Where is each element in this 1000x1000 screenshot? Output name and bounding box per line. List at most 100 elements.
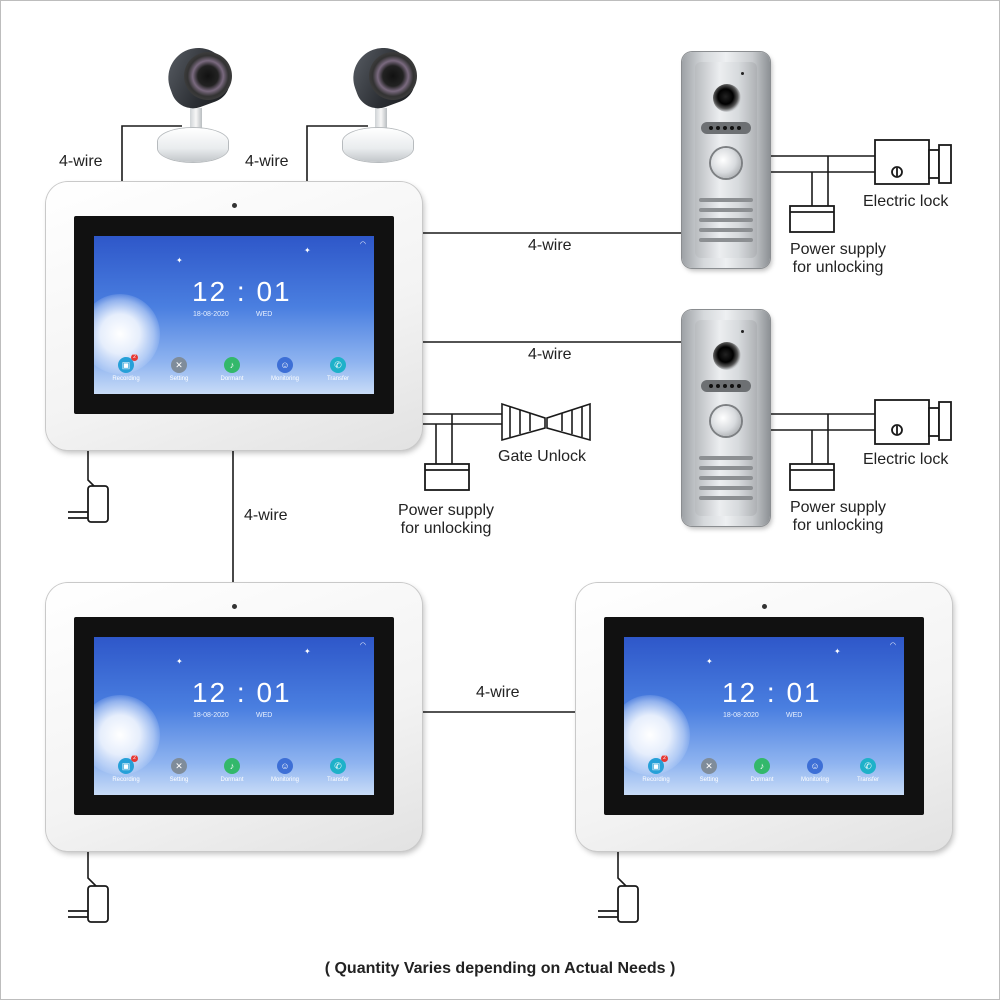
door-station-2 <box>682 310 770 526</box>
clock-time: 12 : 01 <box>192 677 292 708</box>
app-label: Recording <box>112 777 140 783</box>
wrench-icon: ✕ <box>171 758 187 774</box>
notification-badge: 2 <box>131 755 138 762</box>
bell-icon: ♪ <box>754 758 770 774</box>
person-icon: ☺ <box>277 357 293 373</box>
clock-date: 18-08-2020 <box>723 712 759 719</box>
person-icon: ☺ <box>807 758 823 774</box>
app-label: Monitoring <box>800 777 829 783</box>
clock-time: 12 : 01 <box>722 677 822 708</box>
electric-lock-icon-1 <box>874 139 952 185</box>
app-transfer[interactable]: ✆ Transfer <box>848 758 888 783</box>
wire-label-monitor-horizontal: 4-wire <box>476 684 520 701</box>
app-label: Recording <box>112 376 140 382</box>
gate-icon <box>501 402 591 442</box>
app-monitoring[interactable]: ☺ Monitoring <box>795 758 835 783</box>
wire-cam1 <box>121 125 182 182</box>
electric-lock-label-1: Electric lock <box>863 193 949 210</box>
clock-date: 18-08-2020 <box>193 712 229 719</box>
call-button-icon <box>711 406 741 436</box>
phone-icon: ✆ <box>860 758 876 774</box>
electric-lock-label-2: Electric lock <box>863 451 949 468</box>
gate-unlock-label: Gate Unlock <box>498 448 587 465</box>
app-monitoring[interactable]: ☺ Monitoring <box>265 357 305 382</box>
recording-icon: ▣2 <box>118 755 138 774</box>
app-dormant[interactable]: ♪ Dormant <box>212 758 252 783</box>
wire-label-cam2: 4-wire <box>245 153 289 170</box>
app-transfer[interactable]: ✆ Transfer <box>318 357 358 382</box>
camera-lens-icon <box>713 342 741 370</box>
bell-icon: ♪ <box>224 357 240 373</box>
wire-label-door2: 4-wire <box>528 346 572 363</box>
power-supply-box-gate <box>424 463 470 491</box>
app-label: Dormant <box>220 376 244 382</box>
app-label: Dormant <box>750 777 774 783</box>
app-dormant[interactable]: ♪ Dormant <box>212 357 252 382</box>
app-label: Recording <box>642 777 670 783</box>
wire-label-monitor-vertical: 4-wire <box>244 507 288 524</box>
clock-date: 18-08-2020 <box>193 311 229 318</box>
app-label: Monitoring <box>270 777 299 783</box>
app-label: Transfer <box>326 376 350 382</box>
app-label: Transfer <box>326 777 350 783</box>
clock-day: WED <box>786 712 803 719</box>
app-label: Transfer <box>856 777 880 783</box>
wifi-icon: ◠ <box>359 241 366 248</box>
phone-icon: ✆ <box>330 357 346 373</box>
app-label: Monitoring <box>270 376 299 382</box>
cctv-camera-1 <box>150 38 246 168</box>
app-setting[interactable]: ✕ Setting <box>159 758 199 783</box>
recording-icon: ▣2 <box>118 354 138 373</box>
electric-lock-icon-2 <box>874 399 952 445</box>
bell-icon: ♪ <box>224 758 240 774</box>
app-label: Setting <box>169 376 189 382</box>
phone-icon: ✆ <box>330 758 346 774</box>
power-supply-box-2 <box>789 463 835 491</box>
power-adapter-icon-2 <box>68 885 109 923</box>
wrench-icon: ✕ <box>701 758 717 774</box>
wire-label-door1: 4-wire <box>528 237 572 254</box>
person-icon: ☺ <box>277 758 293 774</box>
wifi-icon: ◠ <box>359 642 366 649</box>
cctv-camera-2 <box>335 38 431 168</box>
call-button-icon <box>711 148 741 178</box>
wire-label-cam1: 4-wire <box>59 153 103 170</box>
wrench-icon: ✕ <box>171 357 187 373</box>
app-setting[interactable]: ✕ Setting <box>689 758 729 783</box>
power-supply-box-1 <box>789 205 835 233</box>
app-monitoring[interactable]: ☺ Monitoring <box>265 758 305 783</box>
wifi-icon: ◠ <box>889 642 896 649</box>
app-label: Setting <box>699 777 719 783</box>
app-dormant[interactable]: ♪ Dormant <box>742 758 782 783</box>
door-station-1 <box>682 52 770 268</box>
wire-cam2 <box>306 125 368 182</box>
app-label: Setting <box>169 777 189 783</box>
app-transfer[interactable]: ✆ Transfer <box>318 758 358 783</box>
power-adapter-icon-1 <box>68 485 109 523</box>
app-label: Dormant <box>220 777 244 783</box>
clock-day: WED <box>256 311 273 318</box>
notification-badge: 2 <box>131 354 138 361</box>
power-adapter-icon-3 <box>598 885 639 923</box>
camera-lens-icon <box>713 84 741 112</box>
app-setting[interactable]: ✕ Setting <box>159 357 199 382</box>
notification-badge: 2 <box>661 755 668 762</box>
clock-time: 12 : 01 <box>192 276 292 307</box>
clock-day: WED <box>256 712 273 719</box>
footer-note: ( Quantity Varies depending on Actual Ne… <box>324 960 676 977</box>
